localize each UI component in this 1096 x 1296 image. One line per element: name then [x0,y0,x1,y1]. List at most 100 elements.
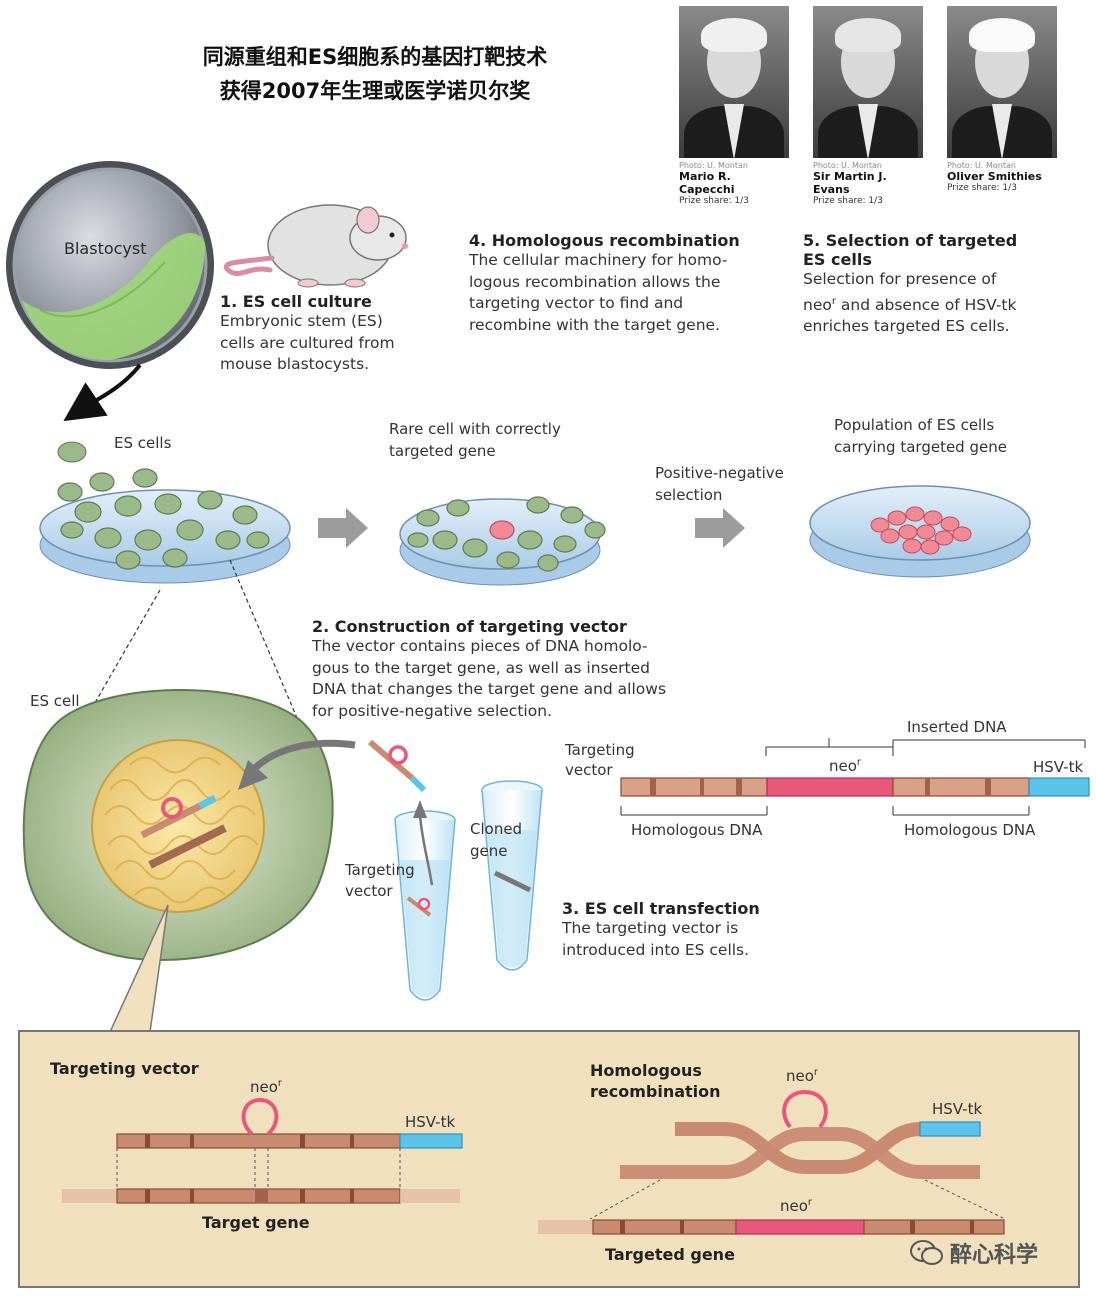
step-2-line: DNA that changes the target gene and all… [312,680,667,698]
neo-text: neo [780,1197,808,1215]
laureate-name: Sir Martin J. Evans [813,170,887,196]
step-1-line: mouse blastocysts. [220,355,370,373]
rare-cell-label-line: Rare cell with correctly [389,420,561,438]
step-5-line: neor and absence of HSV-tk [803,295,1017,314]
title-line-1: 同源重组和ES细胞系的基因打靶技术 [202,45,548,69]
blastocyst-label: Blastocyst [64,239,147,258]
es-cell-diagram [22,689,334,962]
mouse-icon [223,204,408,288]
neo-text: neo [829,757,857,775]
label-line: vector [345,882,393,900]
laureate-card-capecchi: Photo: U. Montan Mario R. Capecchi Prize… [679,6,789,206]
target-gene-label: Target gene [202,1213,310,1232]
inserted-dna-label: Inserted DNA [907,718,1007,736]
title-line: Homologous [590,1061,702,1080]
step-1-title: 1. ES cell culture [220,292,372,311]
hsv-tk-label: HSV-tk [1033,758,1084,776]
laureate-photo [947,6,1057,158]
es-cells-label: ES cells [114,434,172,452]
laureate-photo [813,6,923,158]
photo-credit: Photo: U. Montan [679,161,748,170]
neo-sup: r [856,757,861,768]
step-5-title: 5. Selection of targeted [803,231,1018,250]
step-3-line: introduced into ES cells. [562,940,750,959]
label-line: Targeting [565,741,635,759]
step-2-line: gous to the target gene, as well as inse… [312,658,650,677]
neo-sup: r [277,1078,282,1089]
step-1: 1. ES cell culture Embryonic stem (ES) c… [220,292,395,376]
recombination-graphics [62,1089,1006,1235]
step-5-line: enriches targeted ES cells. [803,317,1010,336]
neo-text: neo [786,1067,814,1085]
step-5-title: ES cells [803,250,872,269]
photo-credit: Photo: U. Montan [947,161,1016,170]
test-tubes [394,780,543,1001]
label-line: Targeting [345,861,415,879]
neo-sup: r [813,1067,818,1078]
homologous-dna-label: Homologous DNA [904,821,1036,839]
rare-cell-label-line: targeted gene [389,442,496,460]
hsv-tk-label: HSV-tk [932,1100,983,1118]
laureate-card-evans: Photo: U. Montan Sir Martin J. Evans Pri… [813,6,923,206]
blastocyst [6,161,214,369]
petri-dish-rare-cell [399,496,606,586]
targeting-vector-tube-label: Targeting vector [345,860,415,902]
laureate-card-smithies: Photo: U. Montan Oliver Smithies Prize s… [947,6,1057,193]
label-line: vector [565,761,613,779]
homologous-dna-label: Homologous DNA [631,821,763,839]
neo-label: neor [829,757,861,775]
step-5-line: Selection for presence of [803,270,997,288]
targeting-vector-piece [368,739,427,793]
targeted-gene-label: Targeted gene [605,1245,735,1264]
targeting-vector-map [620,738,1090,816]
positive-negative-label-line: selection [655,486,723,504]
diagram-graphics [6,161,1090,1030]
step-4-title: 4. Homologous recombination [469,231,740,250]
prize-share: Prize share: 1/3 [813,196,883,206]
process-arrow [695,508,745,548]
petri-dish-es-cells [39,441,291,584]
title-line-2: 获得2007年生理或医学诺贝尔奖 [219,79,531,103]
targeting-vector-map-label: Targeting vector [565,740,635,780]
population-label-line: carrying targeted gene [834,438,1007,456]
step-4-line: recombine with the target gene. [469,315,720,334]
homologous-recombination-title: Homologous recombination [590,1060,721,1102]
process-arrow [318,508,368,548]
neo-label: neor [250,1078,282,1096]
step-4-line: The cellular machinery for homo- [469,251,728,269]
es-cell-label: ES cell [30,692,80,710]
laureate-name: Mario R. Capecchi [679,170,735,196]
page-title: 同源重组和ES细胞系的基因打靶技术 获得2007年生理或医学诺贝尔奖 [120,40,630,108]
step-2: 2. Construction of targeting vector The … [312,617,666,722]
step-3: 3. ES cell transfection The targeting ve… [562,899,760,961]
step-4-line: targeting vector to find and [469,294,684,312]
title-line: recombination [590,1082,721,1101]
recombination-panel: Targeting vector neor HSV-tk Target gene… [18,1030,1080,1288]
hsv-tk-label: HSV-tk [405,1113,456,1131]
watermark: 醉心科学 [910,1237,1038,1269]
positive-negative-label: Positive-negative selection [655,462,784,506]
step-1-line: cells are cultured from [220,333,395,352]
step-2-title: 2. Construction of targeting vector [312,617,627,636]
petri-dish-targeted-population [809,485,1031,578]
step-3-line: The targeting vector is [562,919,739,937]
rare-cell-label: Rare cell with correctly targeted gene [389,418,561,462]
prize-share: Prize share: 1/3 [947,183,1017,193]
step-1-line: Embryonic stem (ES) [220,312,383,330]
step-4-line: logous recombination allows the [469,272,721,291]
prize-share: Prize share: 1/3 [679,196,749,206]
positive-negative-label-line: Positive-negative [655,464,784,482]
cloned-gene-label: Cloned gene [470,818,522,862]
step-2-line: The vector contains pieces of DNA homolo… [312,637,648,655]
neo-label: neor [786,1067,818,1085]
step-5: 5. Selection of targeted ES cells Select… [803,231,1017,338]
population-label: Population of ES cells carrying targeted… [834,414,1007,458]
targeting-vector-title: Targeting vector [50,1059,199,1078]
neo-label: neor [780,1197,812,1215]
neo-sup: r [807,1197,812,1208]
photo-credit: Photo: U. Montan [813,161,882,170]
laureate-photo [679,6,789,158]
neo-text: neo [250,1078,278,1096]
step-4: 4. Homologous recombination The cellular… [469,231,740,336]
step-2-line: for positive-negative selection. [312,701,552,720]
